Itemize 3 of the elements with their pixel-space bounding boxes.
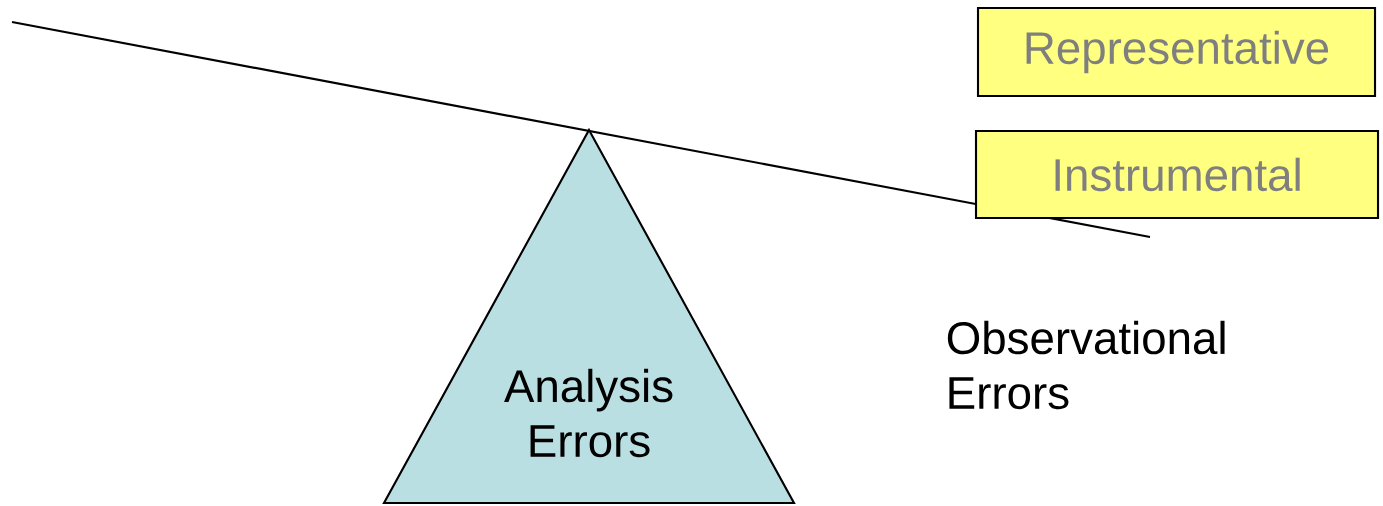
label-box: Representative (976, 6, 1377, 98)
text-label: Observational Errors (947, 320, 1225, 410)
label-box: Instrumental (974, 129, 1380, 220)
